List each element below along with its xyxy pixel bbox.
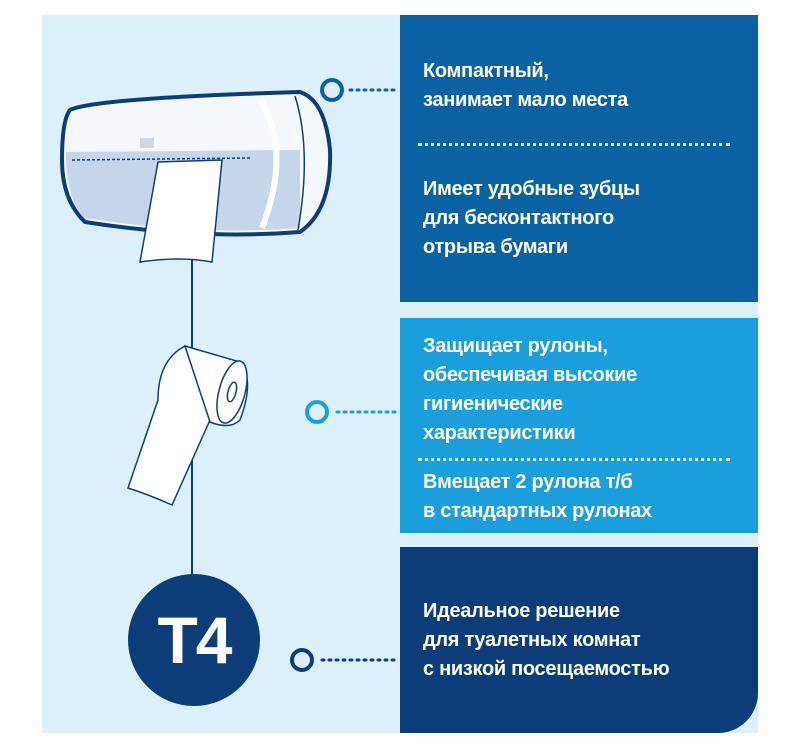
pointer-protects xyxy=(305,400,400,424)
dotted-divider xyxy=(418,458,730,461)
dispenser-icon xyxy=(59,89,333,263)
dotted-divider xyxy=(418,143,730,146)
feature-box-roll: Защищает рулоны, обеспечивая высокие гиг… xyxy=(400,318,758,533)
tork-logo xyxy=(140,138,154,148)
pointer-ideal xyxy=(290,648,400,672)
feature-box-dispenser: Компактный, занимает мало места Имеет уд… xyxy=(400,15,758,302)
toilet-roll-icon xyxy=(127,344,249,506)
feature-teeth: Имеет удобные зубцы для бесконтактного о… xyxy=(423,178,640,258)
feature-ideal: Идеальное решение для туалетных комнат с… xyxy=(423,600,670,680)
feature-protects: Защищает рулоны, обеспечивая высокие гиг… xyxy=(423,335,637,444)
t4-badge: T4 xyxy=(128,574,260,706)
feature-box-t4: Идеальное решение для туалетных комнат с… xyxy=(400,547,758,733)
feature-capacity: Вмещает 2 рулона т/б в стандартных рулон… xyxy=(423,471,652,522)
pointer-compact xyxy=(320,78,400,102)
feature-compact: Компактный, занимает мало места xyxy=(423,60,628,111)
